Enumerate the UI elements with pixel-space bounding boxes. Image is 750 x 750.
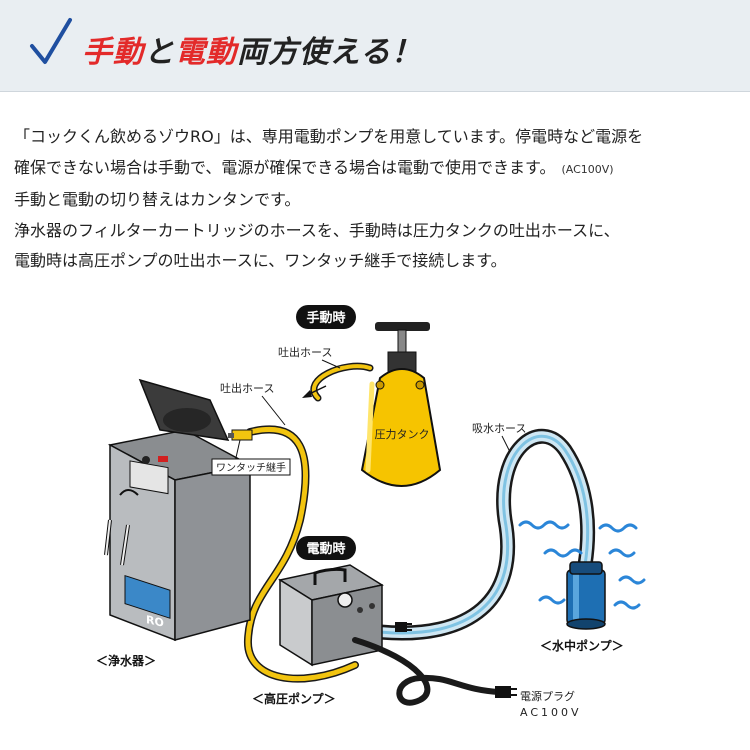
intro-line-2-text: 確保できない場合は手動で、電源が確保できる場合は電動で使用できます。 bbox=[14, 157, 556, 177]
intro-line-2: 確保できない場合は手動で、電源が確保できる場合は電動で使用できます。 (AC100… bbox=[14, 153, 742, 186]
suction-hose bbox=[372, 428, 596, 641]
submersible-pump bbox=[566, 561, 606, 630]
checkmark-icon bbox=[30, 18, 72, 64]
title-usable-both: 両方使える！ bbox=[237, 35, 423, 70]
electric-mode-badge-label: 電動時 bbox=[306, 541, 345, 557]
discharge-hose-purifier-label: 吐出ホース bbox=[220, 381, 274, 395]
submersible-pump-label: ＜水中ポンプ＞ bbox=[540, 638, 624, 653]
suction-hose-label: 吸水ホース bbox=[472, 422, 526, 435]
high-pressure-pump bbox=[278, 564, 384, 667]
discharge-hose-tank-label: 吐出ホース bbox=[278, 345, 332, 359]
power-plug-label: 電源プラグ bbox=[520, 689, 575, 703]
intro-line-1: 「コックくん飲めるゾウRO」は、専用電動ポンプを用意しています。停電時など電源を bbox=[14, 127, 644, 146]
intro-text: 「コックくん飲めるゾウRO」は、専用電動ポンプを用意しています。停電時など電源を… bbox=[14, 122, 742, 277]
product-logo: RO bbox=[146, 613, 164, 630]
intro-line-4: 浄水器のフィルターカートリッジのホースを、手動時は圧力タンクの吐出ホースに、 bbox=[14, 220, 620, 240]
one-touch-joint-callout: ワンタッチ継手 bbox=[211, 458, 291, 476]
manual-mode-badge-label: 手動時 bbox=[306, 310, 345, 326]
intro-line-5: 電動時は高圧ポンプの吐出ホースに、ワンタッチ継手で接続します。 bbox=[14, 251, 507, 270]
page-title: 手動と電動両方使える！ bbox=[82, 27, 422, 71]
title-electric: 電動 bbox=[175, 35, 237, 70]
one-touch-joint-icon bbox=[228, 429, 253, 463]
title-manual: 手動 bbox=[82, 35, 144, 70]
header-banner: 手動と電動両方使える！ bbox=[0, 0, 750, 92]
power-plug-voltage: AC100V bbox=[520, 706, 582, 719]
water-purifier: RO bbox=[104, 378, 253, 642]
title-and: と bbox=[144, 35, 175, 70]
intro-line-2-note: (AC100V) bbox=[561, 162, 614, 176]
high-pressure-pump-label: ＜高圧ポンプ＞ bbox=[252, 691, 336, 706]
purifier-label: ＜浄水器＞ bbox=[96, 653, 156, 668]
system-diagram: 圧力タンク RO bbox=[96, 305, 646, 719]
intro-line-3: 手動と電動の切り替えはカンタンです。 bbox=[14, 190, 301, 209]
manual-mode-badge: 手動時 bbox=[296, 305, 356, 329]
water-waves-icon bbox=[518, 520, 646, 610]
one-touch-joint-label: ワンタッチ継手 bbox=[216, 461, 286, 474]
arrow-icon bbox=[302, 385, 327, 398]
pressure-tank-label: 圧力タンク bbox=[375, 428, 430, 441]
power-cord bbox=[352, 622, 517, 706]
pressure-tank: 圧力タンク bbox=[360, 322, 442, 487]
electric-mode-badge: 電動時 bbox=[296, 536, 356, 560]
